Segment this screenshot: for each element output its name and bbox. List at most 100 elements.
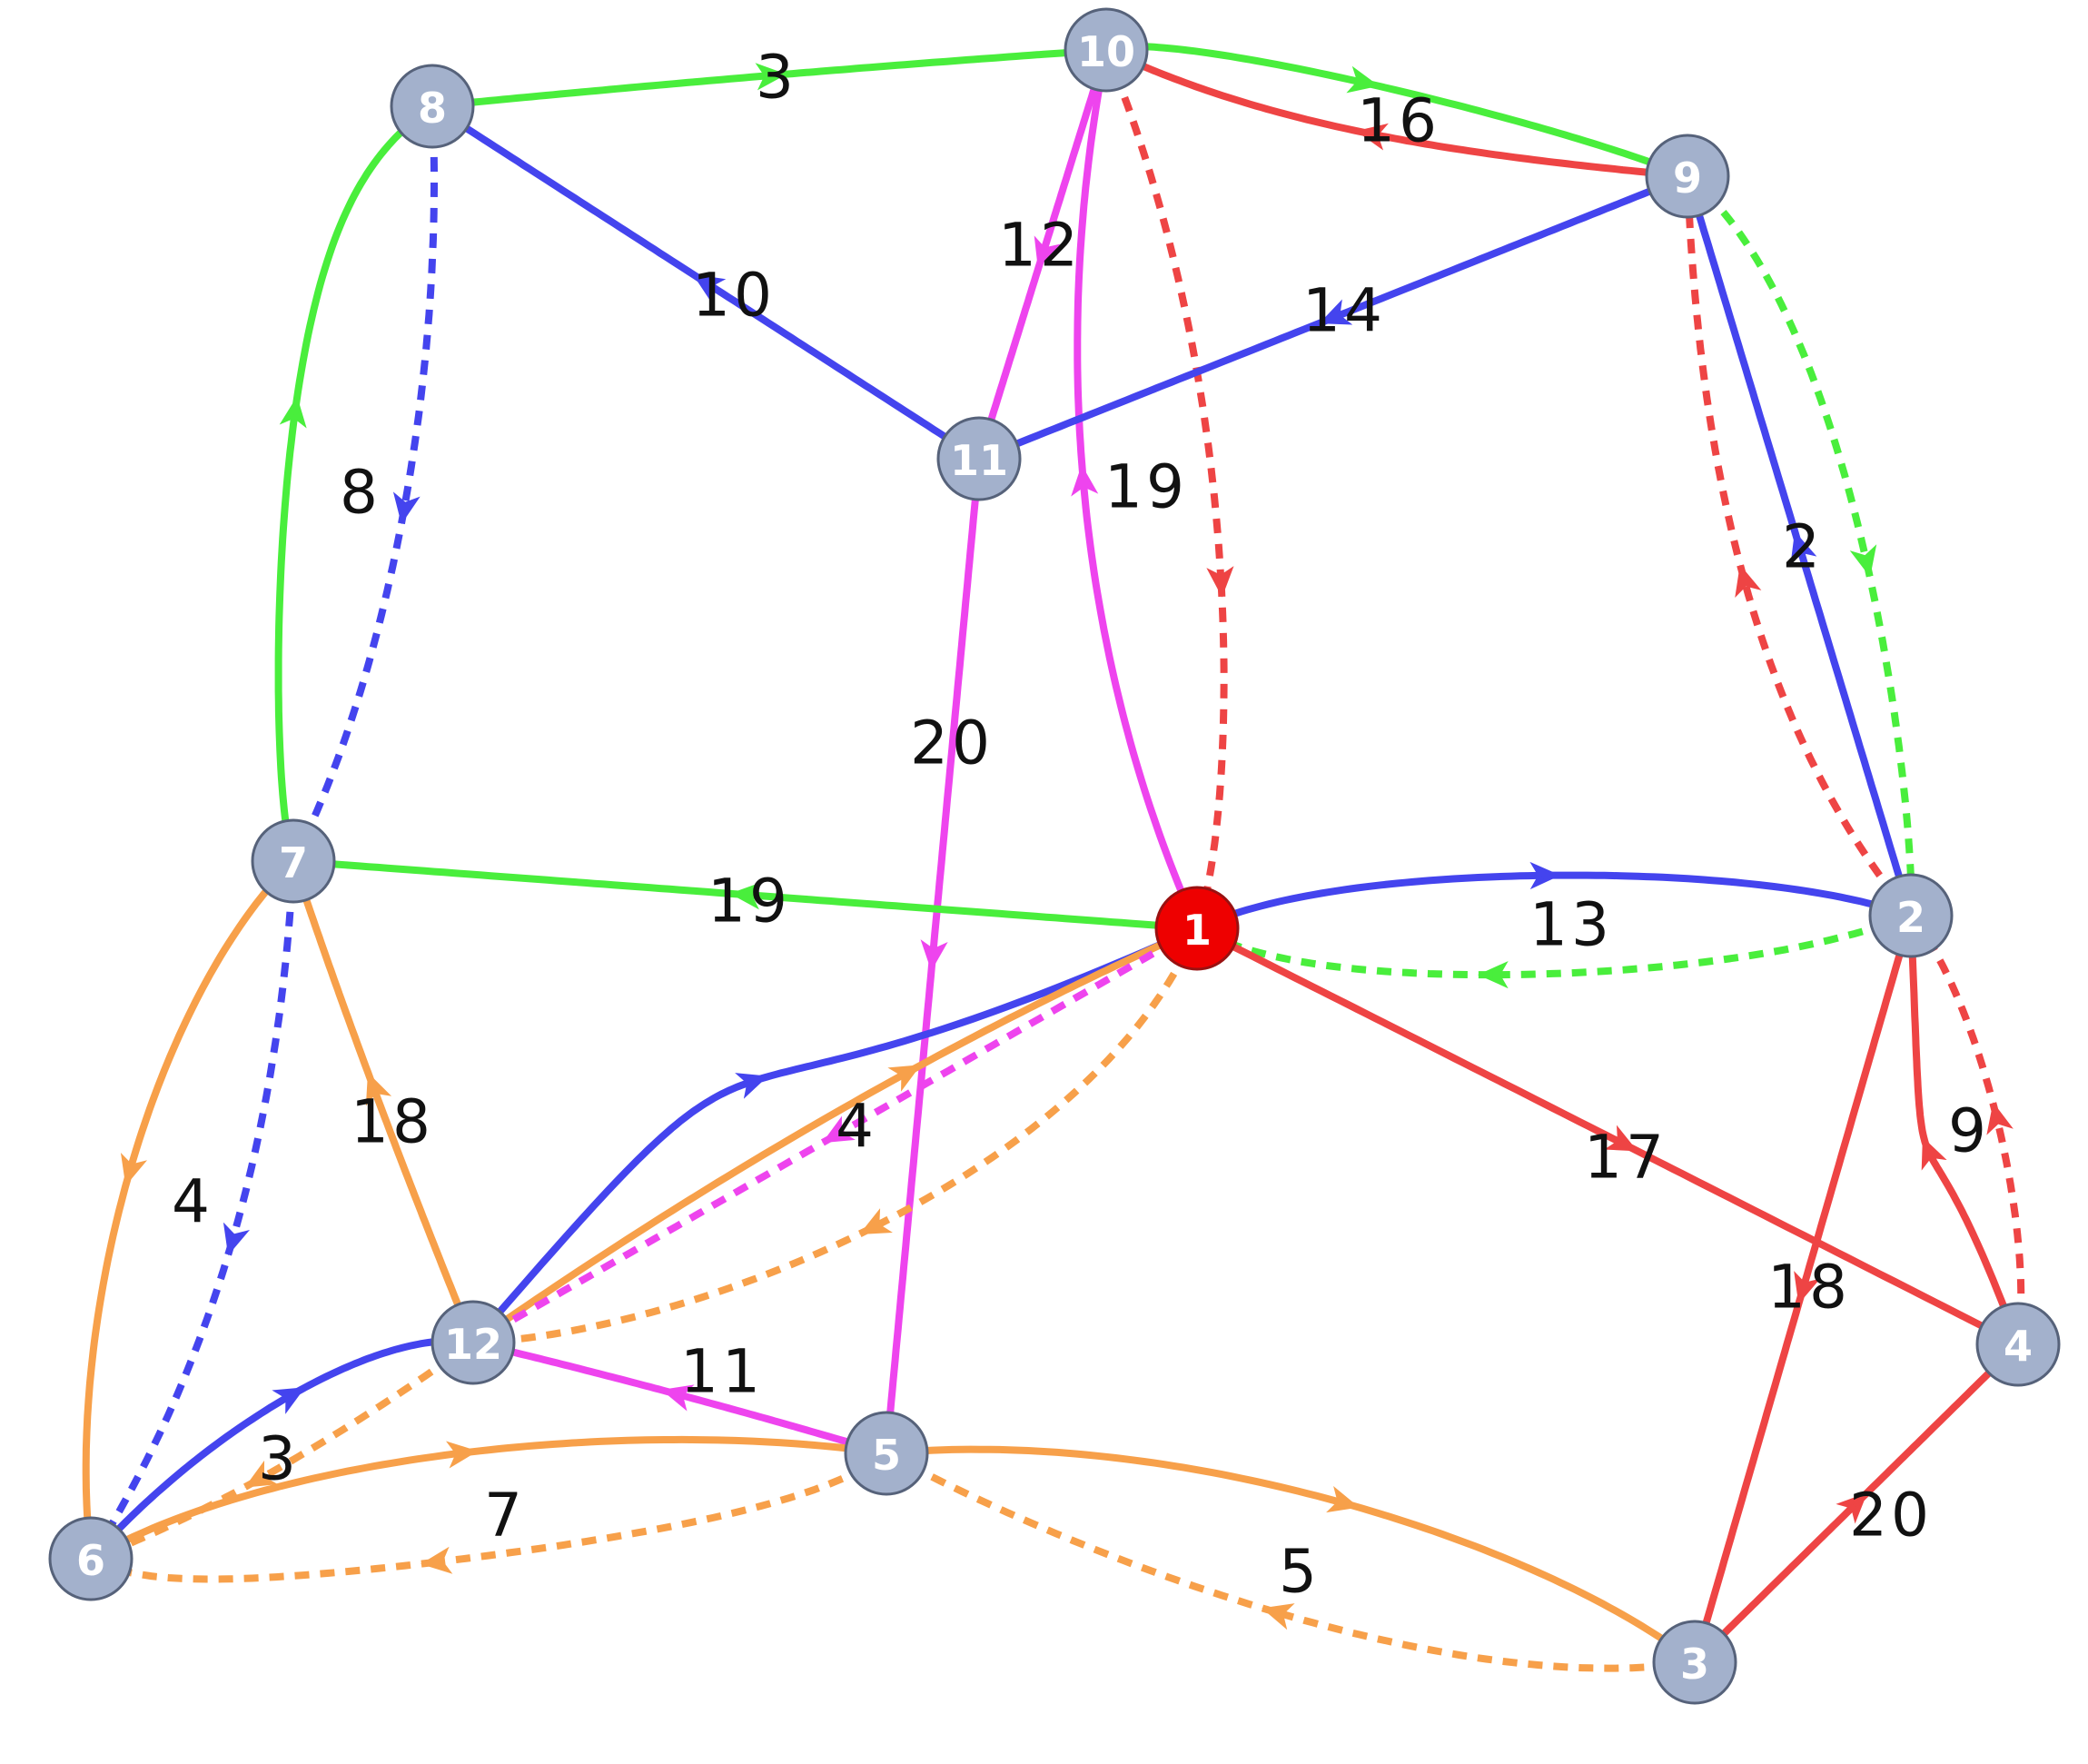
node-3: 3	[1652, 1620, 1737, 1705]
edge-segment-head	[1735, 564, 1915, 918]
node-label: 12	[444, 1320, 502, 1369]
edge-6-to-5-orange	[87, 1435, 890, 1562]
edge-segment-tail	[1691, 1285, 1806, 1666]
edge-segment-head	[859, 927, 1201, 1234]
node-circle	[1645, 134, 1730, 219]
node-label: 5	[872, 1431, 901, 1480]
edge-segment-tail	[290, 508, 408, 863]
edge-1-to-7-green	[290, 857, 1201, 932]
edge-segment-tail	[767, 46, 1110, 79]
edge-segment-tail	[1541, 871, 1915, 919]
edge-weight-label: 2	[1782, 512, 1824, 582]
edge-segment-head	[470, 1073, 768, 1346]
edge-weight-label: 18	[351, 1087, 434, 1157]
node-circle	[251, 818, 336, 904]
edge-segment-head	[1071, 464, 1201, 932]
edge-12-to-1-orange	[470, 925, 1201, 1346]
edge-5-to-3-orange	[883, 1445, 1698, 1666]
edge-segment-tail	[471, 1132, 837, 1346]
edge-segment-tail	[1620, 1140, 2022, 1348]
edge-segment-head	[244, 1339, 476, 1488]
edge-weight-label: 19	[708, 867, 791, 937]
edge-segment-tail	[883, 952, 936, 1457]
node-circle	[1868, 873, 1954, 958]
edge-segment-tail	[472, 1224, 875, 1346]
edge-segment-head	[87, 1441, 479, 1562]
edge-segment-head	[920, 455, 983, 972]
edge-weight-label: 17	[1584, 1123, 1667, 1193]
edge-segment-tail	[975, 313, 1337, 462]
node-4: 4	[1975, 1302, 2061, 1387]
edge-2-to-9-blue	[1684, 173, 1915, 919]
edge-9-to-2-green-dashed	[1685, 173, 1915, 917]
edge-segment-head	[729, 882, 1201, 932]
edge-weight-label: 4	[172, 1167, 213, 1237]
edge-12-to-1-blue	[470, 925, 1201, 1346]
edge-weight-label: 5	[1279, 1537, 1321, 1607]
node-7: 7	[251, 818, 336, 904]
node-circle	[844, 1411, 929, 1496]
edge-segment-head	[87, 1387, 306, 1562]
node-circle	[390, 64, 475, 149]
edge-weight-label: 11	[680, 1337, 764, 1407]
edge-segment-head	[421, 1450, 889, 1574]
node-circle	[48, 1516, 134, 1601]
edge-11-to-5-magenta	[883, 455, 983, 1457]
edge-segment-head	[1790, 530, 1915, 919]
edge-weight-label: 7	[484, 1481, 526, 1551]
edge-segment-head	[1103, 48, 1234, 598]
node-label: 7	[279, 838, 308, 887]
node-label: 3	[1680, 1640, 1709, 1689]
node-2: 2	[1868, 873, 1954, 958]
edge-segment-head	[1921, 1136, 2022, 1348]
edge-segment-head	[392, 105, 438, 525]
edge-1-to-12-orange-dashed	[472, 927, 1201, 1346]
edge-weight-label: 3	[756, 43, 797, 113]
edge-segment-tail	[1684, 173, 1803, 550]
node-circle	[1975, 1302, 2061, 1387]
node-label: 11	[950, 436, 1008, 485]
node-5: 5	[844, 1411, 929, 1496]
edge-7-to-6-blue-dashed	[87, 860, 297, 1561]
edge-segment-head	[1356, 123, 1691, 180]
edge-segment-tail	[749, 925, 1201, 1085]
edge-1-to-12-magenta-dashed	[471, 925, 1200, 1346]
edge-1-to-10-magenta	[1071, 46, 1201, 932]
node-label: 1	[1183, 906, 1212, 955]
edge-segment-tail	[290, 857, 749, 898]
edge-segment-tail	[291, 103, 436, 415]
edge-segment-tail	[1074, 46, 1110, 484]
edge-segment-head	[1478, 912, 1913, 989]
edge-segment-head	[1262, 1603, 1696, 1672]
node-label: 8	[418, 84, 447, 133]
edge-segment-head	[470, 1065, 922, 1346]
edge-segment-tail	[885, 1450, 1278, 1616]
node-label: 9	[1673, 154, 1702, 203]
edge-segment-tail	[1193, 581, 1228, 930]
node-circle	[1064, 7, 1149, 93]
edge-segment-tail	[1863, 561, 1915, 917]
edge-7-to-8-green	[274, 103, 436, 865]
edge-segment-tail	[459, 1435, 890, 1457]
edge-weight-label: 8	[340, 458, 381, 528]
node-11: 11	[936, 416, 1022, 501]
edge-segment-tail	[1907, 912, 1933, 1155]
node-circle	[1652, 1620, 1737, 1705]
node-label: 2	[1896, 893, 1925, 942]
edge-segment-head	[1685, 173, 1877, 578]
edge-8-to-7-blue-dashed	[290, 105, 438, 863]
edge-weight-label: 3	[258, 1424, 300, 1494]
edge-segment-head	[1319, 173, 1691, 325]
edge-segment-tail	[1341, 1500, 1698, 1666]
node-1-root: 1	[1154, 886, 1240, 971]
edge-8-to-10-green	[429, 46, 1110, 110]
edge-2-to-3-red	[1691, 912, 1915, 1666]
edge-segment-head	[822, 925, 1200, 1144]
edge-weight-label: 19	[1104, 452, 1188, 522]
node-6: 6	[48, 1516, 134, 1601]
edges-layer	[82, 43, 2025, 1672]
edge-weight-label: 4	[836, 1092, 877, 1162]
edge-segment-head	[692, 273, 983, 462]
